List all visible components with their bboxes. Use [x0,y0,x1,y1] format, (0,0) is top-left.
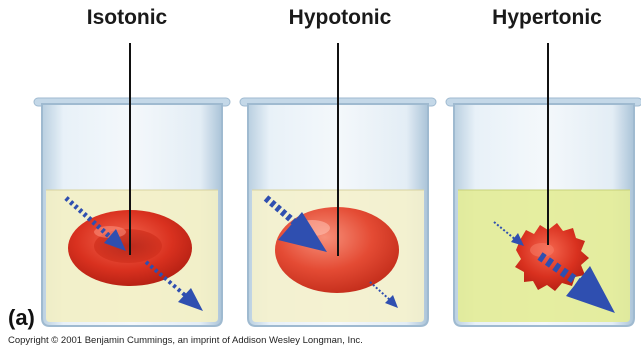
copyright-notice: Copyright © 2001 Benjamin Cummings, an i… [8,335,363,346]
title-hypotonic: Hypotonic [240,6,440,30]
beaker-hypertonic [446,43,641,326]
beaker-isotonic [34,43,230,326]
panel-label: (a) [8,305,35,331]
beaker-hypotonic [240,43,436,326]
title-isotonic: Isotonic [27,6,227,30]
title-hypertonic: Hypertonic [447,6,641,30]
